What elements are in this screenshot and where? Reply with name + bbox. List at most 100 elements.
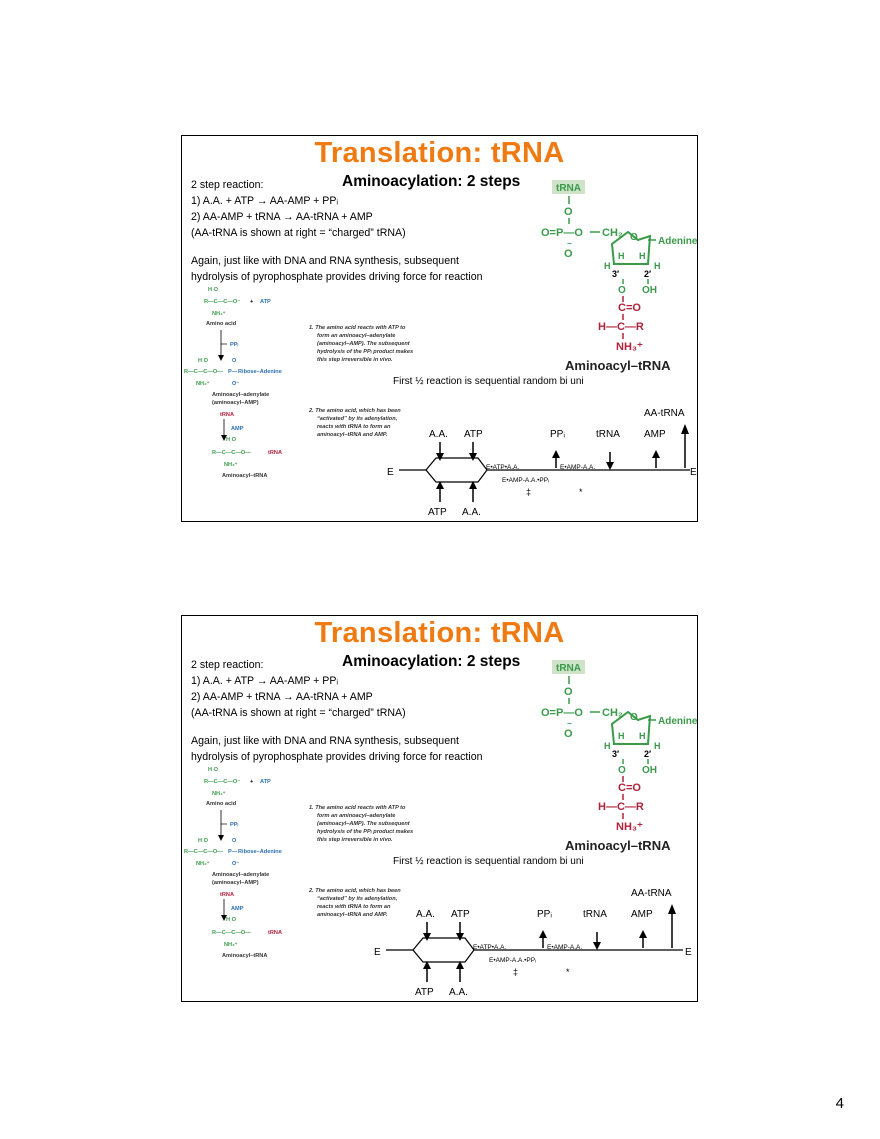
step-text: 1. The amino acid reacts with ATP to	[309, 325, 406, 331]
svg-text:P—: P—	[228, 849, 238, 855]
svg-text:NH₃⁺: NH₃⁺	[212, 790, 226, 797]
slide: Translation: tRNA Aminoacylation: 2 step…	[181, 135, 698, 522]
amino-acid-label: Amino acid	[206, 801, 237, 807]
mechanism-caption: First ½ reaction is sequential random bi…	[393, 376, 584, 387]
step-text: reacts with tRNA to form an	[317, 424, 391, 430]
product-label: Aminoacyl–tRNA	[222, 473, 267, 479]
svg-text:ATP: ATP	[464, 429, 483, 440]
svg-text:H: H	[604, 741, 611, 751]
step-text: reacts with tRNA to form an	[317, 904, 391, 910]
trna-label: tRNA	[220, 892, 234, 898]
svg-text:NH₃⁺: NH₃⁺	[616, 821, 643, 833]
svg-text:E: E	[685, 947, 692, 958]
svg-text:ATP: ATP	[428, 507, 447, 518]
svg-text:tRNA: tRNA	[583, 909, 607, 920]
svg-text:E•AMP-A.A.•PPᵢ: E•AMP-A.A.•PPᵢ	[502, 477, 549, 484]
amp-label: AMP	[231, 906, 244, 912]
svg-text:−: −	[567, 719, 572, 728]
aminoacyl-trna-label: Aminoacyl–tRNA	[565, 358, 671, 373]
svg-text:AA-tRNA: AA-tRNA	[631, 888, 672, 899]
svg-text:O: O	[564, 728, 573, 740]
svg-text:E•AMP-A.A.•PPᵢ: E•AMP-A.A.•PPᵢ	[489, 957, 536, 964]
svg-text:OH: OH	[642, 765, 657, 776]
svg-text:E: E	[374, 947, 381, 958]
svg-text:H—C—R: H—C—R	[598, 801, 644, 813]
svg-text:A.A.: A.A.	[462, 507, 481, 518]
svg-text:C=O: C=O	[618, 302, 641, 314]
step-text: “activated” by its adenylation,	[317, 416, 398, 422]
text-line: 2 step reaction:	[191, 179, 264, 191]
ppi-label: PPᵢ	[230, 822, 238, 828]
reaction-figure: H O R—C—C—O⁻ ATP + NH₃⁺ Amino acid PPᵢ H…	[184, 660, 697, 998]
svg-text:C=O: C=O	[618, 782, 641, 794]
step-text: hydrolysis of the PPᵢ product makes	[317, 829, 413, 835]
product-label: Aminoacyl–tRNA	[222, 953, 267, 959]
adenylate-label: Aminoacyl–adenylate	[212, 392, 269, 398]
svg-text:*: *	[566, 967, 570, 977]
svg-text:R—C—C—O—: R—C—C—O—	[184, 849, 223, 855]
svg-text:ATP: ATP	[451, 909, 470, 920]
svg-text:H: H	[604, 261, 611, 271]
amino-acid-structure: R—C—C—O⁻	[204, 299, 240, 305]
trna-label: tRNA	[220, 412, 234, 418]
svg-text:H O: H O	[226, 917, 237, 923]
svg-text:AMP: AMP	[644, 429, 666, 440]
svg-text:A.A.: A.A.	[416, 909, 435, 920]
svg-text:NH₃⁺: NH₃⁺	[224, 461, 238, 468]
svg-text:−: −	[567, 239, 572, 248]
svg-text:R—C—C—O—: R—C—C—O—	[212, 450, 251, 456]
slide-text: 2 step reaction: 1) A.A. + ATP → AA-AMP …	[191, 177, 541, 285]
svg-text:H: H	[639, 731, 646, 741]
svg-text:O: O	[630, 712, 638, 723]
text-line: 2) AA-AMP + tRNA → AA-tRNA + AMP	[191, 211, 373, 223]
amino-acid-structure: H O	[208, 287, 219, 293]
slide-title: Translation: tRNA	[314, 617, 565, 649]
svg-text:H: H	[639, 251, 646, 261]
text-line: 1) A.A. + ATP → AA-AMP + PPᵢ	[191, 675, 339, 687]
svg-text:O: O	[618, 285, 626, 296]
mechanism-diagram: AA-tRNA A.A. ATP PPᵢ tRNA AMP E E	[374, 888, 692, 998]
svg-text:O: O	[564, 206, 573, 218]
svg-text:NH₃⁺: NH₃⁺	[196, 380, 210, 387]
svg-text:*: *	[579, 487, 583, 497]
svg-text:‡: ‡	[513, 967, 518, 977]
svg-text:PPᵢ: PPᵢ	[537, 909, 552, 920]
trna-end-label: tRNA	[268, 930, 282, 936]
step-text: 1. The amino acid reacts with ATP to	[309, 805, 406, 811]
svg-text:tRNA: tRNA	[556, 183, 581, 194]
svg-text:E: E	[690, 467, 697, 478]
step-text: form an aminoacyl–adenylate	[317, 813, 395, 819]
slide-subtitle: Aminoacylation: 2 steps	[342, 173, 521, 190]
amp-label: AMP	[231, 426, 244, 432]
text-line: (AA-tRNA is shown at right = “charged” t…	[191, 707, 406, 719]
svg-text:PPᵢ: PPᵢ	[550, 429, 565, 440]
svg-text:R—C—C—O—: R—C—C—O—	[184, 369, 223, 375]
step-text: form an aminoacyl–adenylate	[317, 333, 395, 339]
svg-text:H—C—R: H—C—R	[598, 321, 644, 333]
slide: Translation: tRNA Aminoacylation: 2 step…	[181, 615, 698, 1002]
svg-text:tRNA: tRNA	[596, 429, 620, 440]
step-text: aminoacyl–tRNA and AMP.	[317, 432, 388, 438]
ppi-label: PPᵢ	[230, 342, 238, 348]
step-text: 2. The amino acid, which has been	[308, 408, 401, 414]
svg-text:O: O	[630, 232, 638, 243]
text-line: hydrolysis of pyrophosphate provides dri…	[191, 271, 483, 283]
svg-text:AMP: AMP	[631, 909, 653, 920]
slide-title: Translation: tRNA	[314, 137, 565, 169]
atp-label: ATP	[260, 779, 271, 785]
ribose-adenine-label: Ribose–Adenine	[238, 369, 282, 375]
svg-text:‡: ‡	[526, 487, 531, 497]
svg-text:A.A.: A.A.	[449, 987, 468, 998]
svg-text:O: O	[564, 686, 573, 698]
svg-text:H: H	[618, 251, 625, 261]
svg-text:R—C—C—O⁻: R—C—C—O⁻	[204, 779, 240, 785]
svg-text:+: +	[250, 299, 254, 305]
svg-text:2′: 2′	[644, 269, 651, 279]
step-text: (aminoacyl–AMP). The subsequent	[317, 821, 411, 827]
svg-text:O: O	[232, 358, 237, 364]
svg-text:O⁻: O⁻	[232, 381, 239, 387]
svg-text:NH₃⁺: NH₃⁺	[212, 310, 226, 317]
adenylate-label: (aminoacyl–AMP)	[212, 880, 259, 886]
svg-text:E: E	[387, 467, 394, 478]
slide-text: 2 step reaction: 1) A.A. + ATP → AA-AMP …	[191, 657, 541, 765]
